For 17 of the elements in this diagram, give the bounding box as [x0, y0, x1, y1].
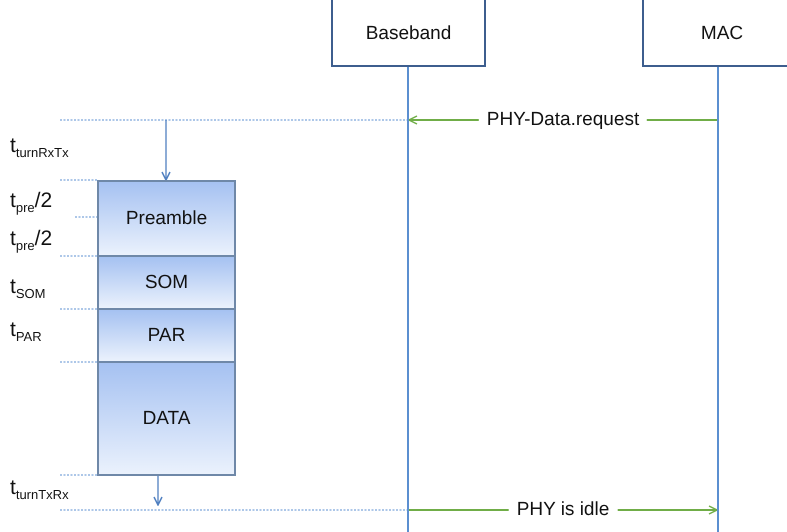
frame-segment: DATA	[97, 361, 236, 476]
timing-label: t$_{SOM}$	[10, 275, 46, 302]
timing-label: t$_{PAR}$	[10, 318, 42, 344]
arrow	[161, 120, 171, 181]
timing-label: t$_{turnRxTx}$	[10, 134, 69, 160]
lifeline-box: MAC	[642, 0, 787, 67]
arrow	[153, 476, 163, 506]
edge-label: PHY-Data.request	[478, 109, 648, 131]
lifeline-box: Baseband	[331, 0, 486, 67]
frame-segment: Preamble	[97, 180, 236, 257]
timing-label: t$_{pre}$/2	[10, 227, 52, 254]
timing-label: t$_{pre}$/2	[10, 189, 52, 216]
frame-segment: PAR	[97, 308, 236, 363]
lifeline	[407, 67, 409, 532]
timing-label: t$_{turnTxRx}$	[10, 476, 69, 502]
frame-segment: SOM	[97, 255, 236, 310]
lifeline	[717, 67, 719, 532]
